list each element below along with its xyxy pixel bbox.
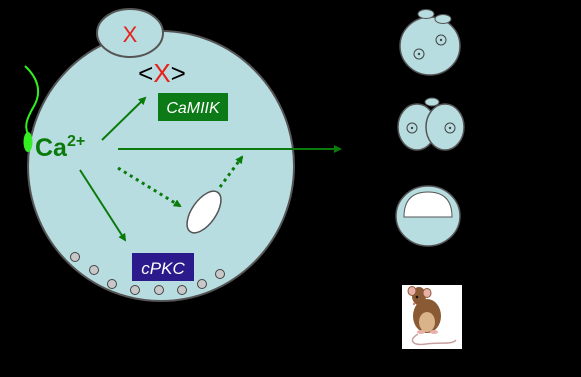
cortical-granule xyxy=(107,279,117,289)
cortical-granule xyxy=(70,252,80,262)
organelle xyxy=(186,190,222,234)
blastocyst-stage xyxy=(395,185,461,247)
calcium-label: Ca2+ xyxy=(35,133,85,162)
cortical-granule xyxy=(177,285,187,295)
polar-body xyxy=(96,8,164,58)
camkii-box xyxy=(158,93,228,121)
sperm-icon xyxy=(23,65,40,152)
cortical-granule xyxy=(154,285,164,295)
arrow-to-camkii xyxy=(101,96,147,141)
label-x: X xyxy=(153,58,170,88)
mouse-icon xyxy=(402,285,462,349)
cortical-granules xyxy=(70,252,225,295)
cortical-granule xyxy=(130,285,140,295)
camkii-label: CaMIIK xyxy=(166,100,221,117)
cytoplasm-label: <X> xyxy=(138,58,186,88)
zygote-stage xyxy=(399,9,461,76)
two-cell-stage xyxy=(397,97,465,151)
dotted-arrow-to-organelle xyxy=(117,166,182,208)
cortical-granule xyxy=(215,269,225,279)
calcium-charge: 2+ xyxy=(67,133,85,150)
label-close: > xyxy=(171,58,186,88)
cpkc-box xyxy=(132,253,194,281)
label-open: < xyxy=(138,58,153,88)
arrow-to-cpkc xyxy=(79,169,127,242)
cpkc-label: cPKC xyxy=(141,259,185,278)
cortical-granule xyxy=(197,279,207,289)
polar-body-label: X xyxy=(123,22,138,47)
cortical-granule xyxy=(89,265,99,275)
